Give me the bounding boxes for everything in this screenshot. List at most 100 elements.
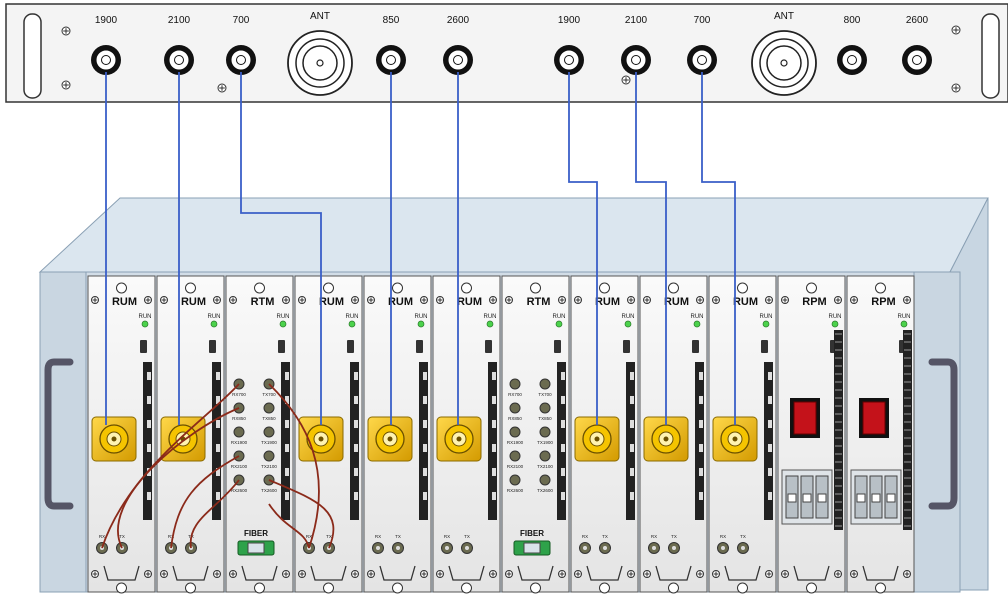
antenna-port[interactable]: 800 bbox=[837, 15, 867, 75]
rtm-rx-port[interactable] bbox=[509, 402, 521, 414]
heatsink-tab bbox=[216, 372, 220, 380]
module-pull-handle[interactable] bbox=[241, 565, 278, 581]
heatsink-tab bbox=[768, 396, 772, 404]
rtm-port-label: RX850 bbox=[508, 416, 522, 421]
module-pull-handle[interactable] bbox=[517, 565, 554, 581]
antenna-port[interactable]: 700 bbox=[226, 15, 256, 75]
n-type-connector[interactable] bbox=[574, 416, 620, 462]
breaker-toggle bbox=[856, 493, 866, 503]
module-pull-handle[interactable] bbox=[103, 565, 140, 581]
rtm-rx-port[interactable] bbox=[233, 426, 245, 438]
usb-port[interactable] bbox=[623, 340, 630, 353]
rtm-rx-port[interactable] bbox=[509, 450, 521, 462]
n-type-connector[interactable] bbox=[367, 416, 413, 462]
usb-port[interactable] bbox=[347, 340, 354, 353]
run-led bbox=[210, 320, 218, 328]
screw-icon bbox=[781, 570, 789, 578]
rtm-rx-port[interactable] bbox=[509, 378, 521, 390]
heatsink-tab bbox=[216, 420, 220, 428]
n-type-connector[interactable] bbox=[712, 416, 758, 462]
usb-port[interactable] bbox=[761, 340, 768, 353]
rx-label: RX bbox=[720, 534, 726, 539]
rtm-tx-port[interactable] bbox=[539, 426, 551, 438]
left-chassis-handle[interactable] bbox=[44, 358, 74, 510]
rtm-port-label: RX2600 bbox=[507, 488, 524, 493]
screw-icon bbox=[420, 570, 428, 578]
ant-connector-ring bbox=[302, 45, 338, 81]
rtm-tx-port[interactable] bbox=[539, 402, 551, 414]
module-pull-handle[interactable] bbox=[655, 565, 692, 581]
screw-icon bbox=[217, 83, 227, 93]
module-label: RTM bbox=[251, 296, 275, 308]
screw-icon bbox=[213, 570, 221, 578]
run-led bbox=[486, 320, 494, 328]
rtm-port-label: RX850 bbox=[232, 416, 246, 421]
antenna-port[interactable]: 700 bbox=[687, 15, 717, 75]
run-label: RUN bbox=[484, 314, 497, 320]
right-chassis-handle[interactable] bbox=[928, 358, 958, 510]
usb-port[interactable] bbox=[278, 340, 285, 353]
module-ring bbox=[530, 282, 541, 294]
port-label: 2100 bbox=[168, 15, 191, 26]
n-type-connector[interactable] bbox=[643, 416, 689, 462]
antenna-port[interactable]: 2100 bbox=[621, 15, 651, 75]
module-pull-handle[interactable] bbox=[586, 565, 623, 581]
heatsink-tab bbox=[492, 420, 496, 428]
heatsink bbox=[143, 362, 152, 520]
right-rack-handle[interactable] bbox=[981, 13, 1000, 99]
antenna-port[interactable]: 2600 bbox=[902, 15, 932, 75]
connector-pin bbox=[111, 436, 117, 442]
usb-port[interactable] bbox=[416, 340, 423, 353]
antenna-port[interactable]: 2100 bbox=[164, 15, 194, 75]
port-pin bbox=[101, 55, 111, 65]
rtm-tx-port[interactable] bbox=[539, 474, 551, 486]
usb-port[interactable] bbox=[692, 340, 699, 353]
antenna-cables bbox=[105, 72, 736, 425]
n-type-connector[interactable] bbox=[91, 416, 137, 462]
antenna-port[interactable]: 2600 bbox=[443, 15, 473, 75]
rtm-tx-port[interactable] bbox=[539, 378, 551, 390]
heatsink-body bbox=[626, 362, 635, 520]
module-pull-handle[interactable] bbox=[310, 565, 347, 581]
rtm-rx-port[interactable] bbox=[509, 474, 521, 486]
power-switch[interactable] bbox=[793, 401, 817, 435]
antenna-port[interactable]: 1900 bbox=[91, 15, 121, 75]
module-pull-handle[interactable] bbox=[862, 565, 899, 581]
module-pull-handle[interactable] bbox=[379, 565, 416, 581]
antenna-port[interactable]: ANT bbox=[287, 11, 353, 96]
module-pull-handle[interactable] bbox=[724, 565, 761, 581]
left-rack-handle[interactable] bbox=[23, 13, 42, 99]
heatsink bbox=[212, 362, 221, 520]
rtm-rx-port[interactable] bbox=[509, 426, 521, 438]
screw-icon bbox=[489, 296, 497, 304]
module-pull-handle[interactable] bbox=[172, 565, 209, 581]
heatsink-tab bbox=[768, 420, 772, 428]
antenna-port[interactable]: 850 bbox=[376, 15, 406, 75]
heatsink-tab bbox=[630, 444, 634, 452]
ant-connector-ring bbox=[766, 45, 802, 81]
rtm-tx-port[interactable] bbox=[263, 450, 275, 462]
usb-port[interactable] bbox=[554, 340, 561, 353]
module-pull-handle[interactable] bbox=[793, 565, 830, 581]
power-switch[interactable] bbox=[862, 401, 886, 435]
screw-icon bbox=[903, 570, 911, 578]
heatsink-body bbox=[419, 362, 428, 520]
antenna-port[interactable]: 1900 bbox=[554, 15, 584, 75]
usb-port[interactable] bbox=[209, 340, 216, 353]
heatsink-body bbox=[350, 362, 359, 520]
usb-port[interactable] bbox=[140, 340, 147, 353]
rx-label: RX bbox=[306, 534, 312, 539]
rtm-tx-port[interactable] bbox=[263, 426, 275, 438]
rtm-tx-port[interactable] bbox=[263, 402, 275, 414]
module-pull-handle[interactable] bbox=[448, 565, 485, 581]
breaker-toggle bbox=[886, 493, 896, 503]
ant-connector-ring bbox=[759, 38, 809, 88]
heatsink bbox=[557, 362, 566, 520]
rtm-tx-port[interactable] bbox=[539, 450, 551, 462]
usb-port[interactable] bbox=[485, 340, 492, 353]
antenna-port[interactable]: ANT bbox=[751, 11, 817, 96]
n-type-connector[interactable] bbox=[436, 416, 482, 462]
heatsink-body bbox=[488, 362, 497, 520]
